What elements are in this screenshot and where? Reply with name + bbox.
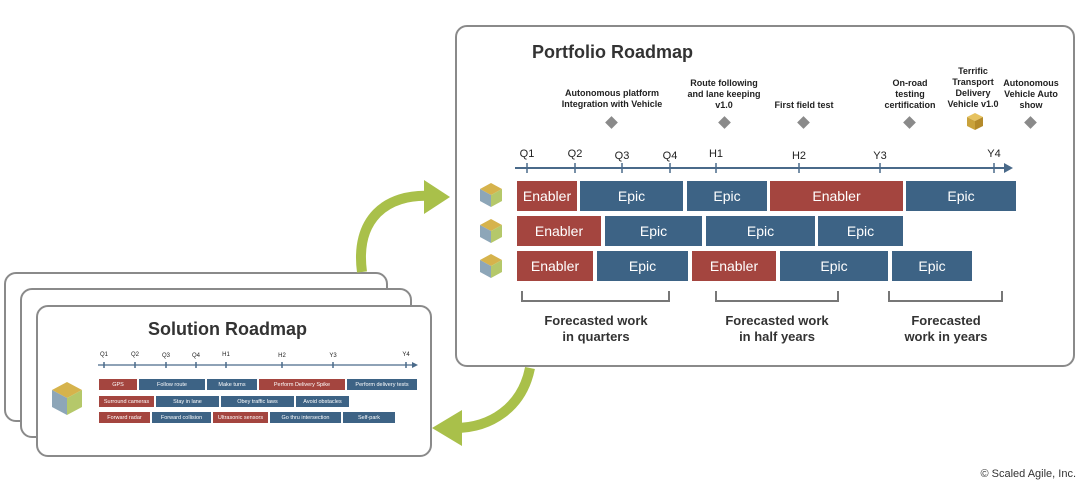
epic-bar: Epic xyxy=(892,251,972,281)
enabler-bar: Perform Delivery Spike xyxy=(259,379,345,390)
forecast-line: in quarters xyxy=(562,329,630,344)
forecast-line: Forecasted xyxy=(911,313,981,328)
epic-bar: Follow route xyxy=(139,379,205,390)
arrow-up-curve xyxy=(356,190,433,273)
arrow-down-head xyxy=(432,410,462,446)
tick-label: Q2 xyxy=(130,352,140,358)
forecast-line: Forecasted work xyxy=(544,313,648,328)
tick-label: H1 xyxy=(222,352,230,358)
epic-bar: Epic xyxy=(818,216,903,246)
epic-bar: Stay in lane xyxy=(156,396,219,407)
milestone-label: Autonomous Vehicle Auto show xyxy=(1003,78,1059,110)
epic-bar: Go thru intersection xyxy=(270,412,341,423)
epic-bar: Avoid obstacles xyxy=(296,396,349,407)
enabler-bar: Forward radar xyxy=(99,412,150,423)
epic-bar: Epic xyxy=(706,216,815,246)
enabler-bar: Enabler xyxy=(770,181,903,211)
epic-bar: Self-park xyxy=(343,412,395,423)
portfolio-title: Portfolio Roadmap xyxy=(532,42,693,62)
milestone-label: On-road testing certification xyxy=(884,78,936,110)
epic-bar: Make turns xyxy=(207,379,257,390)
enabler-bar: Enabler xyxy=(517,251,593,281)
tick-label: Q4 xyxy=(662,150,678,162)
milestone-label: First field test xyxy=(774,100,834,110)
tick-label: Q4 xyxy=(191,353,201,359)
tick-label: Y4 xyxy=(987,148,1001,160)
epic-bar: Forward collision xyxy=(152,412,211,423)
milestone-label: Terrific Transport Delivery Vehicle v1.0 xyxy=(947,66,999,109)
tick-label: Q3 xyxy=(161,353,171,359)
tick-label: Q1 xyxy=(519,148,535,160)
milestone-label: Route following and lane keeping v1.0 xyxy=(687,78,761,110)
epic-bar: Perform delivery tests xyxy=(347,379,417,390)
epic-bar: Epic xyxy=(906,181,1016,211)
enabler-bar: Enabler xyxy=(517,181,577,211)
enabler-bar: Enabler xyxy=(692,251,776,281)
forecast-line: in half years xyxy=(739,329,815,344)
epic-bar: Epic xyxy=(580,181,683,211)
epic-bar: Epic xyxy=(780,251,888,281)
epic-bar: Epic xyxy=(687,181,767,211)
tick-label: Q1 xyxy=(99,352,109,358)
solution-title: Solution Roadmap xyxy=(148,319,307,339)
tick-label: Y4 xyxy=(402,352,410,358)
epic-bar: Epic xyxy=(605,216,702,246)
tick-label: Q2 xyxy=(567,148,583,160)
forecast-label: Forecasted work in half years xyxy=(710,313,844,345)
arrow-down-curve xyxy=(454,366,535,433)
enabler-bar: GPS xyxy=(99,379,137,390)
arrow-up-head xyxy=(424,180,450,214)
enabler-bar: Ultrasonic sensors xyxy=(213,412,268,423)
tick-label: H1 xyxy=(708,148,724,160)
copyright-text: © Scaled Agile, Inc. xyxy=(980,468,1076,480)
forecast-line: work in years xyxy=(904,329,988,344)
forecast-label: Forecasted work in years xyxy=(886,313,1006,345)
tick-label: H2 xyxy=(791,150,807,162)
milestone-label: Autonomous platform Integration with Veh… xyxy=(561,88,663,109)
tick-label: H2 xyxy=(278,353,286,359)
tick-label: Y3 xyxy=(329,353,337,359)
forecast-label: Forecasted work in quarters xyxy=(522,313,670,345)
epic-bar: Epic xyxy=(597,251,688,281)
tick-label: Q3 xyxy=(614,150,630,162)
enabler-bar: Enabler xyxy=(517,216,601,246)
tick-label: Y3 xyxy=(873,150,887,162)
enabler-bar: Surround cameras xyxy=(99,396,154,407)
epic-bar: Obey traffic laws xyxy=(221,396,294,407)
forecast-line: Forecasted work xyxy=(725,313,829,328)
